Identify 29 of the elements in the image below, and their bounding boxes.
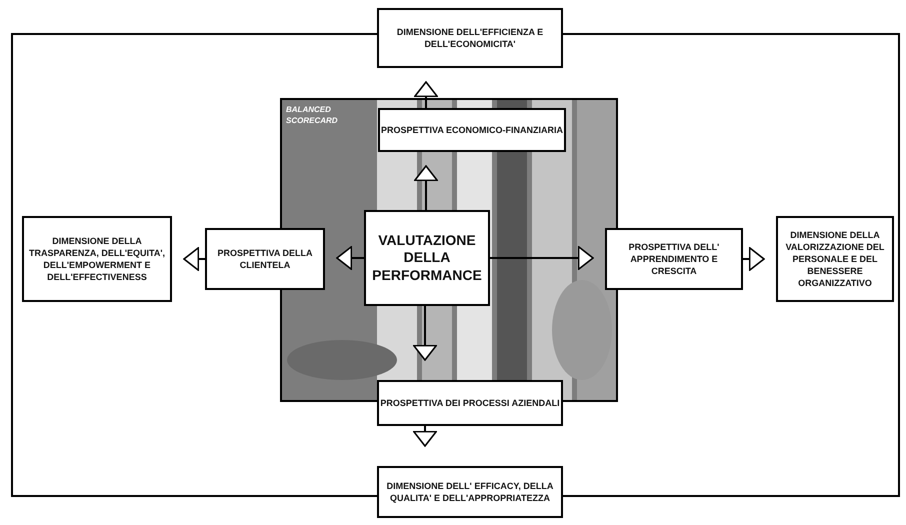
arrow xyxy=(183,247,205,271)
arrow xyxy=(413,306,437,361)
box-label: PROSPETTIVA DELL' APPRENDIMENTO E CRESCITA xyxy=(628,240,720,278)
connector-line xyxy=(11,33,377,497)
box-label: VALUTAZIONE DELLA PERFORMANCE xyxy=(371,232,483,284)
box-label: DIMENSIONE DELLA TRASPARENZA, DELL'EQUITA', DELL'EMPOWERMENT E DELL'EFFECTIVENESS xyxy=(28,234,166,284)
box-label: DIMENSIONE DELL' EFFICACY, DELLA QUALITA' E DELL'APPROPRIATEZZA xyxy=(386,480,554,504)
arrow xyxy=(414,81,438,108)
box-label: DIMENSIONE DELL'EFFICIENZA E DELL'ECONOMICITA' xyxy=(396,26,544,50)
dimension-box xyxy=(377,466,563,518)
connector-line xyxy=(563,33,900,497)
arrow xyxy=(490,246,594,270)
perspective-box xyxy=(605,228,743,290)
box-label: PROSPETTIVA DELLA CLIENTELA xyxy=(216,246,314,272)
arrow xyxy=(743,247,765,271)
perspective-box xyxy=(377,380,563,426)
box-label: PROSPETTIVA ECONOMICO-FINANZIARIA xyxy=(381,124,563,136)
arrow xyxy=(336,246,364,270)
perspective-box xyxy=(205,228,325,290)
box-label: PROSPETTIVA DEI PROCESSI AZIENDALI xyxy=(380,396,560,410)
panel-title: BALANCED SCORECARD xyxy=(286,104,339,126)
perspective-box xyxy=(378,108,566,152)
box-label: DIMENSIONE DELLA VALORIZZAZIONE DEL PERSONALE E DEL BENESSERE ORGANIZZATIVO xyxy=(784,228,886,290)
arrow xyxy=(414,165,438,210)
dimension-box xyxy=(776,216,894,302)
central-box xyxy=(364,210,490,306)
dimension-box xyxy=(377,8,563,68)
arrow xyxy=(413,426,437,447)
dimension-box xyxy=(22,216,172,302)
